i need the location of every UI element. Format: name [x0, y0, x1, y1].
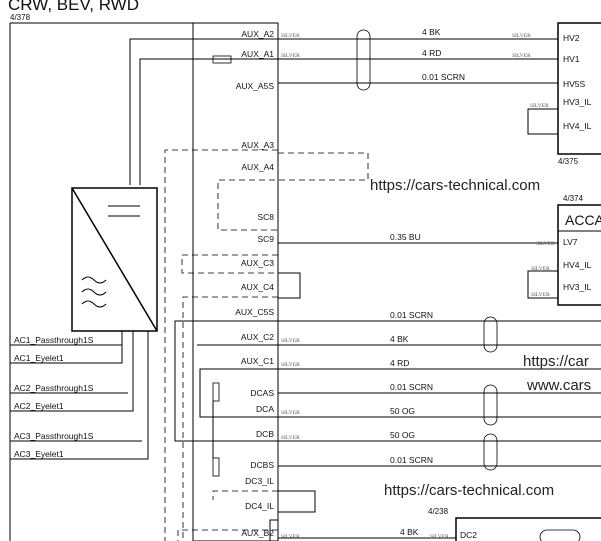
wire-label: 0.01 SCRN [390, 455, 433, 465]
component-374: 4/374 ACCA LV7 HV4_IL HV3_IL SILVER SILV… [527, 194, 601, 306]
wire-label: 4 BK [400, 527, 419, 537]
ac-wave-icon [81, 276, 107, 284]
wire-label: 0.35 BU [390, 232, 421, 242]
pin-label-dcas: DCAS [250, 388, 274, 398]
silver-label: SILVER [281, 435, 300, 441]
wire-label: 50 OG [390, 430, 415, 440]
ac-wave-icon [81, 288, 107, 296]
wire-label: 4 BK [422, 27, 441, 37]
silver-label: SILVER [281, 33, 300, 39]
pin-label-aux-a4: AUX_A4 [241, 162, 274, 172]
solid-wires [278, 38, 601, 539]
silver-label: SILVER [281, 534, 300, 540]
silver-label: SILVER [512, 53, 531, 59]
silver-label: SILVER [281, 338, 300, 344]
silver-label: SILVER [536, 241, 555, 247]
left-pin-label: AC3_Passthrough1S [14, 431, 94, 441]
component-375-pin: HV3_IL [563, 97, 592, 107]
pin-label-aux-c4: AUX_C4 [241, 282, 274, 292]
loop-links [278, 272, 316, 513]
left-pin-label: AC2_Passthrough1S [14, 383, 94, 393]
component-374-pin: HV3_IL [563, 282, 592, 292]
component-375-pin: HV4_IL [563, 121, 592, 131]
pin-label-aux-c1: AUX_C1 [241, 356, 274, 366]
pin-label-sc8: SC8 [257, 212, 274, 222]
component-374-pin: HV4_IL [563, 260, 592, 270]
pin-label-dcbs: DCBS [250, 460, 274, 470]
connector-block [192, 22, 279, 541]
pin-label-sc9: SC9 [257, 234, 274, 244]
internal-wiring [129, 38, 278, 541]
left-pin-label: AC3_Eyelet1 [14, 449, 64, 459]
left-pin-label: AC1_Passthrough1S [14, 335, 94, 345]
wire-labels: 4 BK 4 RD 0.01 SCRN 0.35 BU 0.01 SCRN 4 … [390, 27, 465, 537]
component-375-pin: HV1 [563, 54, 580, 64]
silver-label: SILVER [281, 53, 300, 59]
shield-ovals [356, 29, 498, 471]
component-374-pin: LV7 [563, 237, 578, 247]
wire-label: 0.01 SCRN [422, 72, 465, 82]
pin-label-aux-c2: AUX_C2 [241, 332, 274, 342]
pin-label-aux-a1: AUX_A1 [241, 49, 274, 59]
left-pin-label: AC2_Eyelet1 [14, 401, 64, 411]
wire-label: 0.01 SCRN [390, 310, 433, 320]
watermark-url: www.cars [526, 377, 591, 394]
component-375-ref: 4/375 [558, 157, 579, 166]
diagram-ref: 4/378 [10, 13, 31, 22]
ac-wave-icon [81, 300, 107, 308]
pin-label-dc4-il: DC4_IL [245, 501, 274, 511]
watermark-url: https://cars-technical.com [370, 177, 540, 194]
dashed-shield-lines [164, 149, 369, 541]
component-375-pin: HV5S [563, 79, 586, 89]
watermark-url: https://cars-technical.com [384, 482, 554, 499]
component-238: 4/238 DC2 SILVER [428, 507, 601, 541]
left-pin-labels: AC1_Passthrough1S AC1_Eyelet1 AC2_Passth… [14, 335, 94, 459]
component-374-ref: 4/374 [563, 194, 584, 203]
left-pin-label: AC1_Eyelet1 [14, 353, 64, 363]
pin-label-aux-a5s: AUX_A5S [236, 81, 275, 91]
pin-label-dcb: DCB [256, 429, 274, 439]
component-375-pin: HV2 [563, 33, 580, 43]
silver-labels: SILVER SILVER SILVER SILVER SILVER SILVE… [281, 33, 300, 540]
silver-label: SILVER [512, 33, 531, 39]
silver-label: SILVER [531, 266, 550, 272]
silver-label: SILVER [430, 534, 449, 540]
wire-label: 50 OG [390, 406, 415, 416]
component-238-ref: 4/238 [428, 507, 449, 516]
connector-pin-labels: AUX_A2 AUX_A1 AUX_A5S AUX_A3 AUX_A4 SC8 … [235, 29, 274, 538]
silver-label: SILVER [531, 292, 550, 298]
pin-label-aux-a2: AUX_A2 [241, 29, 274, 39]
converter-symbol [71, 187, 158, 332]
silver-label: SILVER [530, 103, 549, 109]
component-375: HV2 HV1 HV5S HV3_IL HV4_IL 4/375 SILVER … [512, 22, 601, 166]
pin-label-aux-c3: AUX_C3 [241, 258, 274, 268]
silver-label: SILVER [281, 410, 300, 416]
watermarks: https://cars-technical.com https://car w… [370, 177, 591, 499]
pin-label-dc3-il: DC3_IL [245, 476, 274, 486]
component-238-pin: DC2 [460, 530, 477, 540]
left-ac-wiring [10, 331, 149, 460]
component-374-title: ACCA [565, 212, 601, 228]
pin-label-aux-b2: AUX_B2 [241, 528, 274, 538]
silver-label: SILVER [281, 362, 300, 368]
wire-label: 4 RD [390, 358, 409, 368]
pin-label-aux-c5s: AUX_C5S [235, 307, 274, 317]
wire-label: 4 RD [422, 48, 441, 58]
wire-label: 0.01 SCRN [390, 382, 433, 392]
diagram-title: CRW, BEV, RWD [8, 0, 139, 14]
watermark-url: https://car [523, 353, 589, 370]
pin-label-aux-a3: AUX_A3 [241, 140, 274, 150]
pin-label-dca: DCA [256, 404, 274, 414]
wire-label: 4 BK [390, 334, 409, 344]
